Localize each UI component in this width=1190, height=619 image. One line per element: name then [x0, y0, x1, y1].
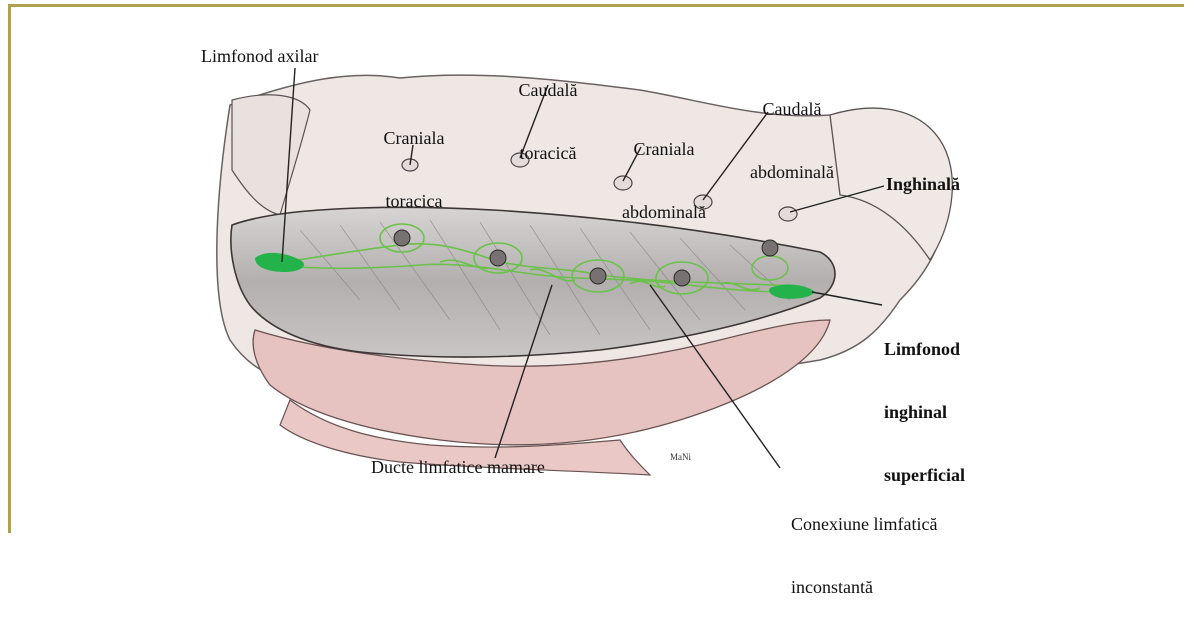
label-line: Caudală: [508, 80, 588, 101]
label-craniala-abdominala: Craniala abdominală: [604, 97, 724, 244]
label-caudala-toracica: Caudală toracică: [508, 38, 588, 185]
label-line: inconstantă: [791, 577, 937, 598]
label-caudala-abdominala: Caudală abdominală: [732, 57, 852, 204]
label-line: Craniala: [604, 139, 724, 160]
label-line: abdominală: [604, 202, 724, 223]
label-line: toracică: [508, 143, 588, 164]
label-inghinala: Inghinală: [886, 174, 960, 195]
label-craniala-toracica: Craniala toracica: [373, 86, 455, 233]
label-line: Craniala: [373, 128, 455, 149]
label-line: Conexiune limfatică: [791, 514, 937, 535]
label-conexiune-limfatica: Conexiune limfatică inconstantă: [791, 472, 937, 619]
label-line: inghinal: [884, 402, 965, 423]
label-line: abdominală: [732, 162, 852, 183]
label-line: Caudală: [732, 99, 852, 120]
label-ducte-limfatice-mamare: Ducte limfatice mamare: [371, 457, 545, 478]
label-limfonod-axilar: Limfonod axilar: [201, 46, 318, 67]
label-line: Limfonod: [884, 339, 965, 360]
mammary-lymphatics-illustration: MaNi: [0, 0, 1190, 533]
artist-signature: MaNi: [670, 452, 691, 462]
label-line: toracica: [373, 191, 455, 212]
